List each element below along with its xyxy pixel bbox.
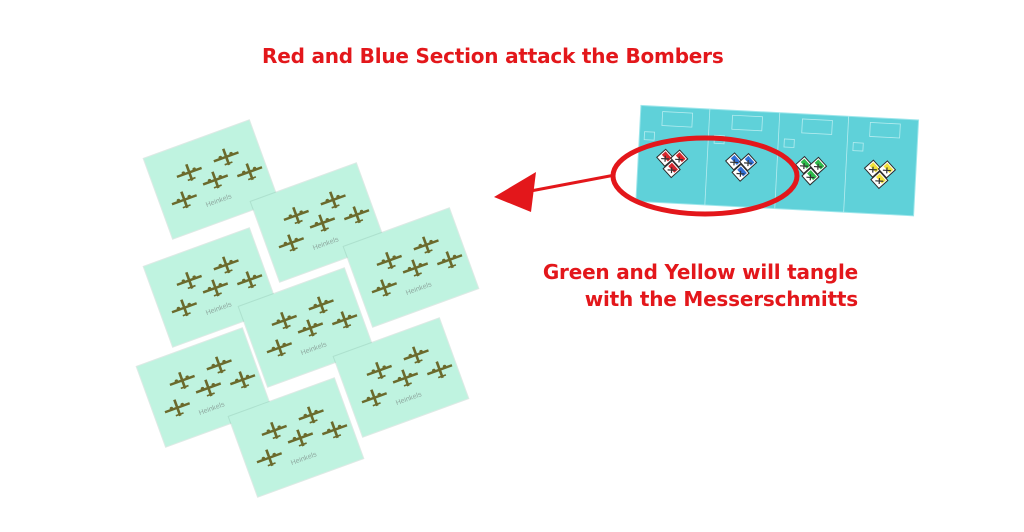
bomber-plane-icon xyxy=(309,214,336,232)
bomber-plane-icon xyxy=(331,311,358,329)
fighter-plane-icon xyxy=(799,163,809,170)
fighter-token[interactable] xyxy=(801,167,820,186)
heinkel-bomber-icons xyxy=(371,236,463,297)
heinkel-bomber-icons xyxy=(266,296,358,357)
bomber-plane-icon xyxy=(202,279,229,297)
bomber-plane-icon xyxy=(321,421,348,439)
bomber-plane-icon xyxy=(266,339,293,357)
bomber-plane-icon xyxy=(436,251,463,269)
bomber-plane-icon xyxy=(176,163,203,182)
caption-right-line2: with the Messerschmitts xyxy=(584,287,858,311)
bomber-card[interactable]: Heinkels xyxy=(143,228,279,347)
bomber-plane-icon xyxy=(206,356,232,374)
bomber-plane-icon xyxy=(308,296,334,314)
bomber-plane-icon xyxy=(298,406,324,424)
bomber-plane-icon xyxy=(287,429,314,447)
bomber-card[interactable]: Heinkels xyxy=(143,120,279,239)
bomber-card[interactable]: Heinkels xyxy=(136,328,272,447)
bomber-plane-icon xyxy=(213,148,239,166)
bomber-plane-icon xyxy=(297,319,324,337)
heinkel-bomber-icons xyxy=(171,148,263,209)
bomber-plane-icon xyxy=(213,256,239,274)
bomber-plane-icon xyxy=(229,371,256,389)
bomber-plane-icon xyxy=(195,379,222,397)
fighter-token[interactable] xyxy=(863,159,883,178)
bomber-plane-icon xyxy=(343,206,370,224)
bomber-plane-icon xyxy=(236,163,263,181)
heinkel-bomber-icons xyxy=(256,406,348,467)
heinkel-bomber-icons xyxy=(278,191,370,252)
bomber-card[interactable]: Heinkels xyxy=(238,268,374,387)
caption-right: Green and Yellow will tangle with the Me… xyxy=(543,259,858,313)
fighter-token[interactable] xyxy=(808,156,828,175)
bomber-plane-icon xyxy=(361,389,388,407)
bomber-plane-icon xyxy=(261,421,288,440)
fighter-section-green xyxy=(794,155,828,186)
caption-top: Red and Blue Section attack the Bombers xyxy=(262,44,724,68)
bomber-plane-icon xyxy=(426,361,453,379)
bomber-plane-icon xyxy=(164,399,191,417)
bomber-plane-icon xyxy=(371,279,398,297)
bomber-plane-icon xyxy=(271,311,298,330)
bomber-plane-icon xyxy=(171,191,198,209)
bomber-plane-icon xyxy=(171,299,198,317)
heinkel-bomber-icons xyxy=(164,356,256,417)
fighter-plane-icon xyxy=(868,166,877,173)
fighter-token[interactable] xyxy=(794,155,814,175)
bomber-card[interactable]: Heinkels xyxy=(333,318,469,437)
bomber-plane-icon xyxy=(392,369,419,387)
bomber-plane-icon xyxy=(413,236,439,254)
fighter-plane-icon xyxy=(882,167,891,174)
heinkel-bomber-icons xyxy=(171,256,263,317)
bomber-card[interactable]: Heinkels xyxy=(228,378,364,497)
bomber-card[interactable]: Heinkels xyxy=(343,208,479,327)
bomber-plane-icon xyxy=(403,346,429,364)
fighter-plane-icon xyxy=(806,174,815,181)
bomber-plane-icon xyxy=(236,271,263,289)
caption-right-line1: Green and Yellow will tangle xyxy=(542,260,858,284)
fighter-token[interactable] xyxy=(877,160,897,179)
fighter-token[interactable] xyxy=(870,170,889,190)
bomber-plane-icon xyxy=(366,361,393,380)
fighter-section-yellow xyxy=(863,159,897,190)
bomber-plane-icon xyxy=(169,371,196,390)
bomber-plane-icon xyxy=(283,206,310,225)
bomber-plane-icon xyxy=(202,171,229,189)
fighter-plane-icon xyxy=(875,177,884,185)
heinkel-bomber-icons xyxy=(361,346,453,407)
bomber-plane-icon xyxy=(176,271,203,290)
bomber-plane-icon xyxy=(376,251,403,270)
bomber-plane-icon xyxy=(278,234,305,252)
bomber-plane-icon xyxy=(256,449,283,467)
fighter-plane-icon xyxy=(813,163,823,170)
bomber-card[interactable]: Heinkels xyxy=(250,163,386,282)
bomber-plane-icon xyxy=(320,191,346,209)
bomber-plane-icon xyxy=(402,259,429,277)
